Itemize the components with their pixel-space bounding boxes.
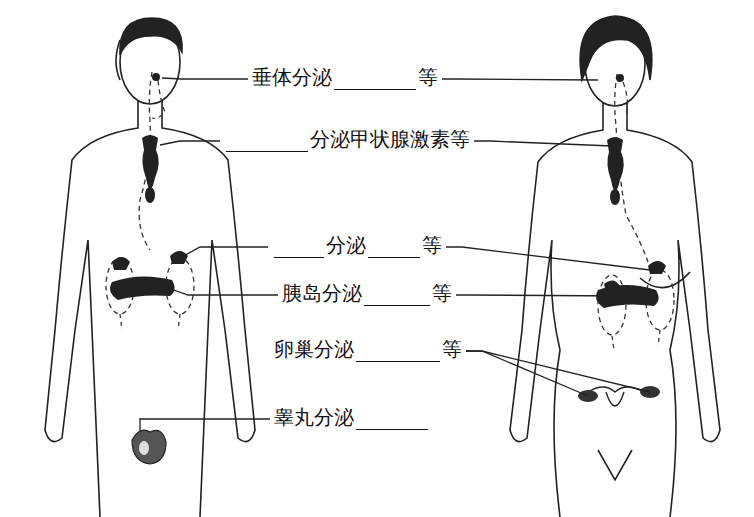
label-row: 卵巢分泌 等	[274, 336, 462, 362]
gland-label: 卵巢分泌	[274, 336, 354, 362]
leader-line	[160, 141, 220, 145]
answer-blank	[334, 67, 416, 90]
gland-label: 等	[442, 336, 462, 362]
gland-label: 睾丸分泌	[274, 404, 354, 430]
gland-label: 等	[418, 64, 438, 90]
answer-blank	[356, 339, 440, 362]
gland-label: 胰岛分泌	[282, 280, 362, 306]
leader-line	[442, 79, 598, 80]
label-row: 胰岛分泌 等	[282, 280, 452, 306]
label-row: 分泌 等	[272, 232, 442, 258]
leader-line	[466, 351, 588, 396]
gland-label: 垂体分泌	[252, 64, 332, 90]
male-figure	[45, 18, 255, 517]
answer-blank	[356, 407, 428, 430]
gland-label: 等	[432, 280, 452, 306]
answer-blank	[364, 283, 430, 306]
label-row: 睾丸分泌	[274, 404, 430, 430]
gland-label: 分泌	[326, 232, 366, 258]
leader-line	[180, 247, 268, 258]
answer-blank	[274, 235, 324, 258]
answer-blank	[368, 235, 420, 258]
leader-line	[474, 141, 612, 146]
leader-line	[140, 418, 270, 432]
leader-line	[466, 351, 650, 392]
gland-label: 分泌甲状腺激素等	[310, 126, 470, 152]
label-row: 垂体分泌 等	[252, 64, 438, 90]
female-figure	[510, 16, 720, 517]
gland-label: 等	[422, 232, 442, 258]
label-row: 分泌甲状腺激素等	[224, 126, 470, 152]
male-glands	[106, 72, 194, 464]
answer-blank	[226, 129, 308, 152]
leader-line	[168, 288, 278, 295]
leader-line	[162, 78, 248, 79]
female-glands	[578, 74, 674, 406]
leader-line	[446, 247, 650, 270]
leader-line	[456, 295, 626, 296]
